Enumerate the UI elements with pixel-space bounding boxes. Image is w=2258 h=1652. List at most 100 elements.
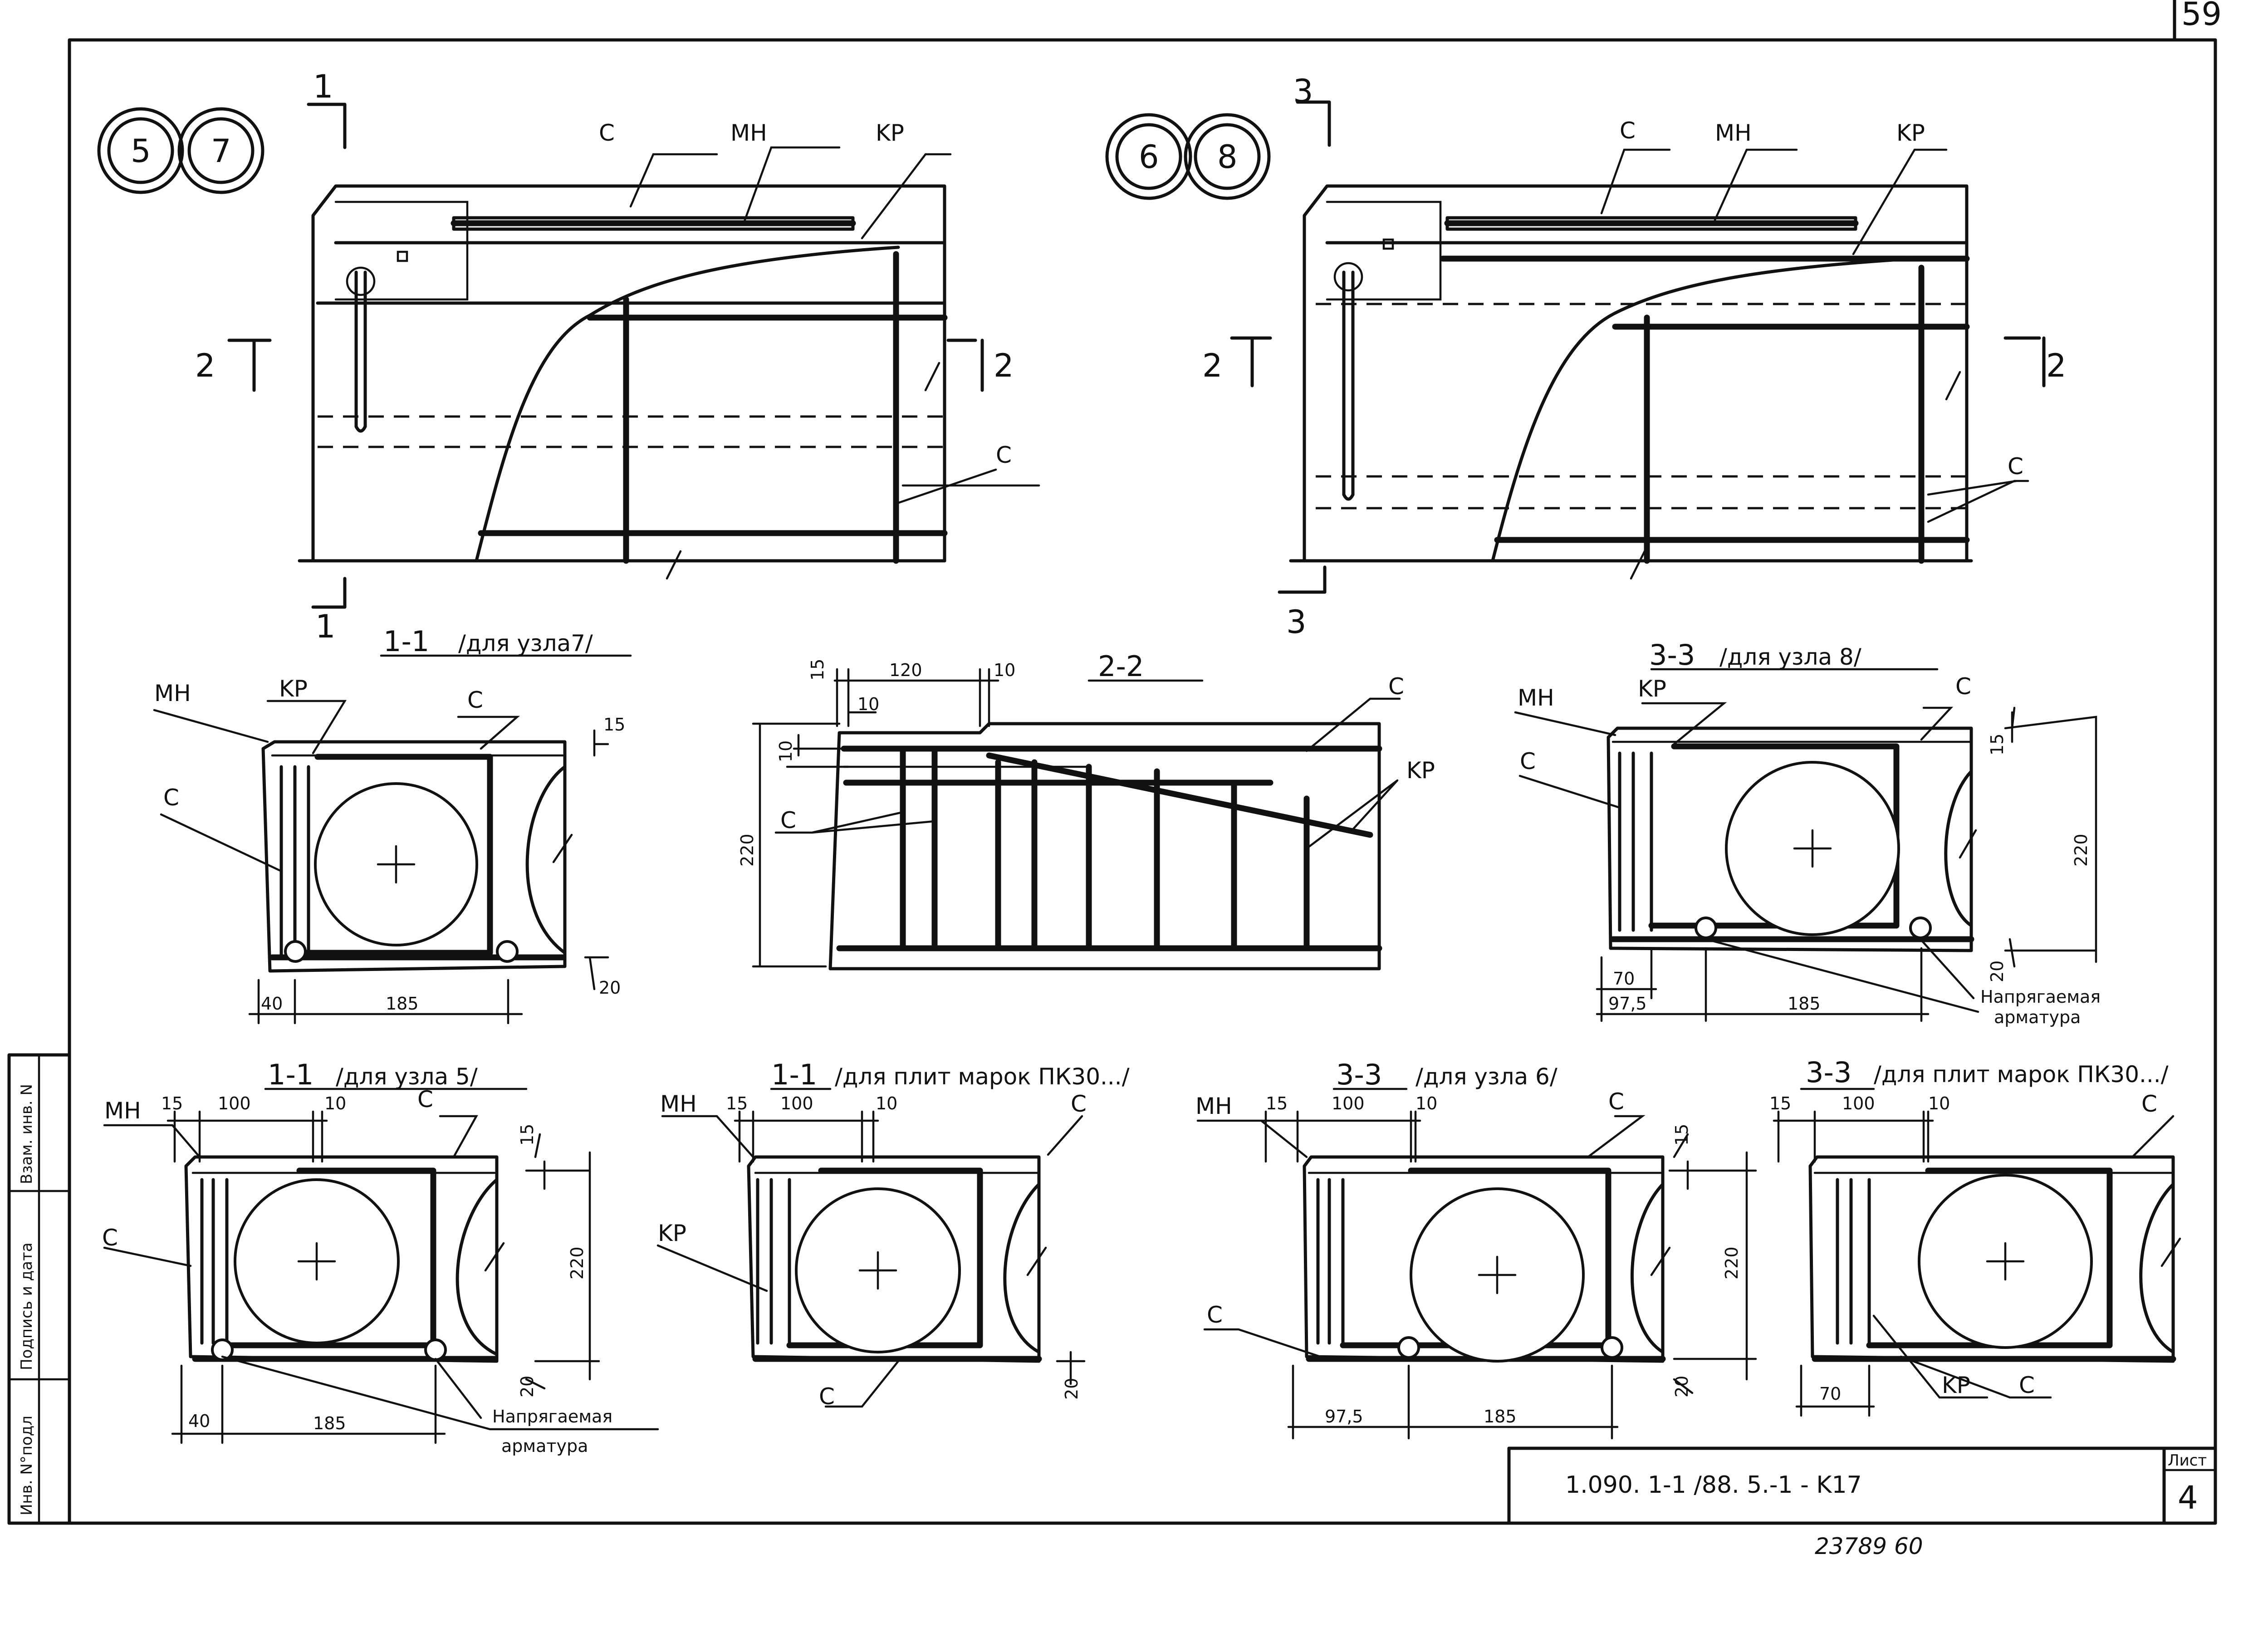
s33-node6-label-c2: C — [1207, 1302, 1223, 1328]
section-3-3-pk30 — [1773, 1088, 2181, 1417]
s33-node8-note: /для узла 8/ — [1719, 644, 1861, 670]
s22-label-kp: KP — [1406, 757, 1435, 784]
section-1-1-node7 — [153, 654, 632, 1025]
s11-node5-dim-10: 10 — [324, 1093, 346, 1113]
s22-title: 2-2 — [1098, 650, 1144, 683]
node-marker-6: 6 — [1139, 138, 1159, 176]
s11-node7-label-kp: KP — [279, 676, 308, 702]
s11-node7-dim-15: 15 — [603, 715, 625, 735]
s33-pk30-title: 3-3 — [1806, 1056, 1851, 1089]
nv2-cut-2-left: 2 — [1202, 347, 1223, 384]
s11-pk30-title: 1-1 — [771, 1058, 817, 1091]
bottom-number: 23789 60 — [1815, 1533, 1923, 1559]
nv1-cut-1-top: 1 — [313, 68, 333, 105]
s33-node8-label-kp: KP — [1638, 676, 1666, 702]
s22-dim-120: 120 — [889, 660, 922, 680]
section-2-2 — [752, 668, 1401, 971]
s33-pk30-label-c-top: C — [2141, 1091, 2157, 1117]
s33-node8-dim-975: 97,5 — [1608, 994, 1647, 1014]
s11-node5-dim-15b: 15 — [517, 1124, 537, 1146]
s11-node7-label-mh: MH — [154, 680, 191, 706]
side-stamp-inv: Инв. N°подл — [18, 1416, 36, 1515]
doc-code: 1.090. 1-1 /88. 5.-1 - K17 — [1565, 1471, 1862, 1499]
s11-pk30-dim-100: 100 — [780, 1093, 813, 1113]
s22-dim-10b: 10 — [857, 694, 879, 714]
nv1-cut-1-bottom: 1 — [315, 608, 336, 645]
s11-node7-label-c: C — [467, 687, 483, 713]
s22-dim-220: 220 — [737, 833, 757, 867]
side-stamp-sign: Подпись и дата — [18, 1242, 36, 1370]
s11-node7-dim-20: 20 — [599, 978, 621, 998]
s33-node8-label-mh: MH — [1518, 685, 1554, 711]
s11-pk30-label-c2: C — [819, 1383, 835, 1410]
s22-dim-10a: 10 — [994, 660, 1015, 680]
s33-pk30-dim-100: 100 — [1842, 1093, 1875, 1113]
s11-pk30-label-kp: KP — [658, 1220, 686, 1246]
s22-dim-15: 15 — [808, 659, 828, 681]
s11-node5-callout-2: арматура — [501, 1436, 588, 1456]
nv2-label-kp: KP — [1896, 120, 1925, 146]
s33-pk30-dim-10: 10 — [1928, 1093, 1950, 1113]
s33-node8-dim-220: 220 — [2071, 833, 2091, 867]
s33-node6-dim-10: 10 — [1416, 1093, 1437, 1113]
s33-node6-title: 3-3 — [1336, 1058, 1382, 1091]
drawing-frame — [7, 0, 2217, 1525]
s33-node6-dim-185: 185 — [1484, 1407, 1517, 1427]
s11-node5-label-mh: MH — [104, 1098, 141, 1124]
s33-node6-dim-975: 97,5 — [1325, 1407, 1363, 1427]
s33-node8-callout-2: арматура — [1994, 1007, 2081, 1027]
node-marker-5: 5 — [131, 132, 151, 170]
s33-node6-dim-15a: 15 — [1266, 1093, 1288, 1113]
s33-pk30-dim-70: 70 — [1819, 1384, 1841, 1404]
nv2-label-mh: MH — [1715, 120, 1752, 146]
s33-node6-dim-220: 220 — [1722, 1246, 1742, 1279]
node-marker-8: 8 — [1217, 138, 1238, 176]
s11-pk30-label-mh: MH — [660, 1091, 697, 1117]
s11-node7-dim-40: 40 — [261, 994, 283, 1014]
nv2-cut-2-right: 2 — [2046, 347, 2067, 384]
s11-pk30-dim-15: 15 — [726, 1093, 748, 1113]
s11-node5-label-c2: C — [102, 1225, 118, 1251]
s11-node7-title: 1-1 — [383, 625, 429, 658]
s11-node5-dim-185: 185 — [313, 1413, 346, 1433]
nv1-cut-2-left: 2 — [195, 347, 216, 384]
nv1-label-c2: C — [996, 442, 1012, 468]
s11-node7-dim-185: 185 — [386, 994, 419, 1014]
s11-node5-dim-40: 40 — [188, 1411, 210, 1431]
s11-node5-callout-1: Напрягаемая — [492, 1407, 612, 1427]
s33-node8-dim-185: 185 — [1788, 994, 1821, 1014]
s11-node5-label-c: C — [417, 1086, 433, 1113]
s11-node7-note: /для узла7/ — [458, 630, 593, 657]
s33-pk30-note: /для плит марок ПК30.../ — [1874, 1061, 2169, 1088]
nv1-label-c: C — [599, 120, 615, 146]
section-3-3-node8 — [1514, 668, 2097, 1022]
nv1-label-kp: KP — [876, 120, 904, 146]
s33-node8-label-c2: C — [1520, 748, 1536, 775]
s33-node6-label-c: C — [1608, 1088, 1624, 1115]
s33-node6-dim-100: 100 — [1332, 1093, 1365, 1113]
s33-node6-dim-15b: 15 — [1672, 1124, 1692, 1146]
nv1-cut-2-right: 2 — [994, 347, 1014, 384]
node-view-5-7 — [97, 103, 1040, 609]
s33-node8-callout-1: Напрягаемая — [1980, 987, 2101, 1007]
s33-node6-dim-20: 20 — [1672, 1376, 1692, 1397]
s11-node5-dim-100: 100 — [218, 1093, 251, 1113]
s11-pk30-label-c: C — [1071, 1091, 1087, 1117]
s33-node6-note: /для узла 6/ — [1416, 1064, 1558, 1090]
list-label: Лист — [2168, 1451, 2207, 1470]
node-marker-7: 7 — [211, 132, 231, 170]
s11-pk30-dim-10: 10 — [876, 1093, 897, 1113]
s33-pk30-label-c-bottom: C — [2019, 1372, 2035, 1398]
s22-label-c-top: C — [1388, 673, 1404, 700]
s33-node8-dim-70: 70 — [1613, 969, 1635, 989]
nv2-label-c2: C — [2008, 453, 2023, 480]
s33-pk30-dim-15: 15 — [1769, 1093, 1791, 1113]
s11-node5-dim-15a: 15 — [161, 1093, 183, 1113]
s11-node7-label-c2: C — [163, 784, 179, 811]
s33-node8-label-c: C — [1955, 673, 1971, 700]
section-1-1-node5 — [103, 1088, 659, 1444]
s11-node5-title: 1-1 — [268, 1058, 313, 1091]
side-stamp-replaces: Взам. инв. N — [18, 1084, 36, 1184]
s11-pk30-dim-20: 20 — [1062, 1378, 1082, 1400]
